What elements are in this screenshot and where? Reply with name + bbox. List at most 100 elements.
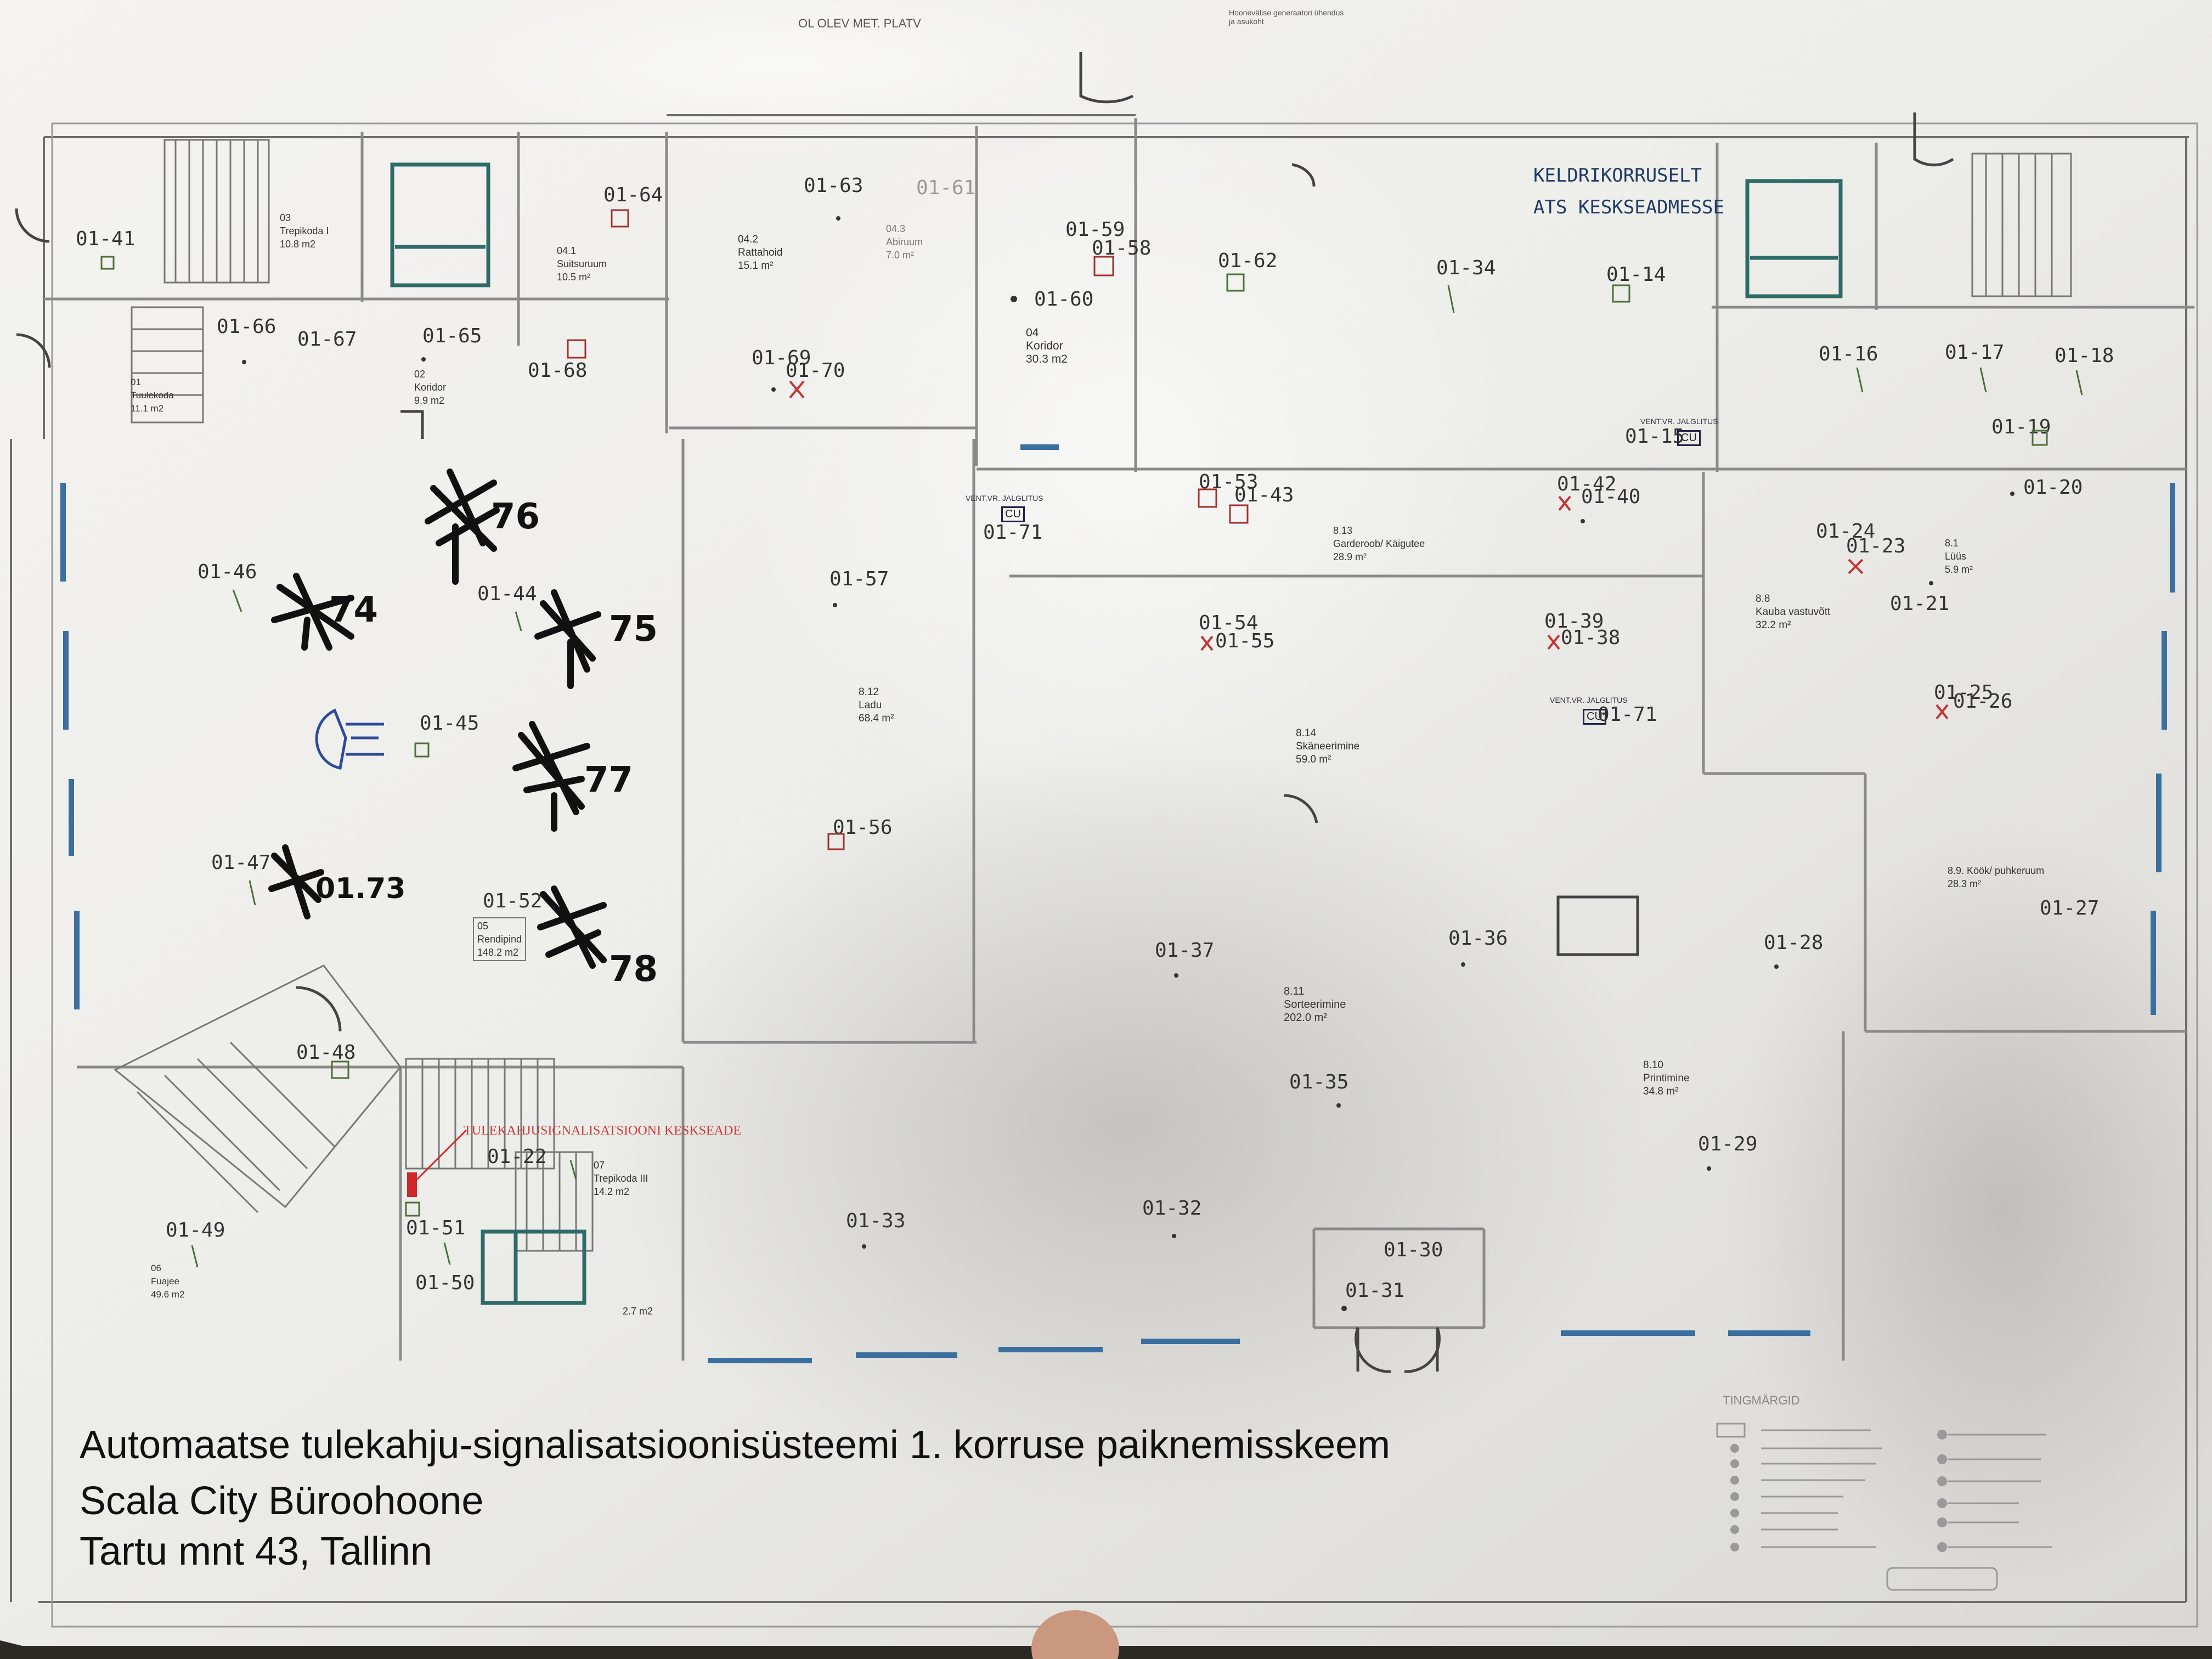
- detector-label: 01-71: [983, 521, 1043, 544]
- detector-label: 01-66: [217, 315, 276, 338]
- detector-label: 01-30: [1384, 1239, 1443, 1261]
- detector-label: 01-70: [786, 359, 845, 382]
- cu-box-2: CU: [1677, 430, 1701, 446]
- ats-line1: KELDRIKORRUSELT: [1533, 165, 1702, 187]
- detector-label: 01-37: [1155, 939, 1215, 962]
- room-label: 04.3 Abiruum 7.0 m²: [886, 223, 923, 261]
- detector-label: 01-33: [846, 1210, 906, 1232]
- detector-label: 01-23: [1846, 535, 1906, 557]
- room-label: 8.8 Kauba vastuvõtt 32.2 m²: [1756, 593, 1831, 631]
- fire-panel-label: TULEKAHJUSIGNALISATSIOONI KESKSEADE: [464, 1124, 741, 1138]
- detector-label: 01-54: [1199, 612, 1259, 634]
- top-label: OL OLEV MET. PLATV: [798, 16, 921, 30]
- detector-label: 01-52: [483, 890, 543, 912]
- detector-label: 01-62: [1218, 250, 1278, 272]
- detector-label: 01-69: [752, 347, 811, 369]
- detector-label: 01-25: [1934, 681, 1994, 704]
- room-label: 2.7 m2: [623, 1306, 653, 1317]
- detector-label: 01-34: [1436, 257, 1496, 279]
- room-label: 01 Tuulekoda 11.1 m2: [131, 377, 174, 414]
- detector-label: 01-32: [1142, 1197, 1202, 1220]
- detector-label: 01-27: [2040, 897, 2100, 919]
- cu-box-1: CU: [1001, 506, 1025, 522]
- detector-label: 01-28: [1764, 932, 1824, 954]
- detector-label: 01-47: [211, 851, 271, 874]
- detector-label: 01-42: [1557, 473, 1617, 495]
- detector-label: 01-16: [1819, 343, 1878, 365]
- central-equipment-box: [1556, 895, 1639, 956]
- detector-label: 01-64: [603, 184, 663, 206]
- detector-label: 01-68: [528, 359, 588, 382]
- detector-label: 01-15: [1625, 425, 1685, 448]
- title-line-1: Automaatse tulekahju-signalisatsioonisüs…: [80, 1423, 1391, 1467]
- detector-label: 01-46: [198, 561, 257, 583]
- glare-center: [730, 66, 1520, 834]
- handwritten-73: 01.73: [315, 872, 406, 905]
- detector-label: 01-43: [1234, 484, 1294, 506]
- detector-label: 01-21: [1890, 592, 1950, 615]
- detector-label: 01-50: [415, 1272, 475, 1294]
- detector-label: 01-26: [1953, 690, 2013, 713]
- title-line-3: Tartu mnt 43, Tallinn: [80, 1530, 433, 1573]
- room-label: 8.11 Sorteerimine 202.0 m²: [1284, 985, 1346, 1024]
- handwritten-77: 77: [584, 760, 634, 800]
- detector-label: 01-59: [1065, 218, 1125, 241]
- room-label: 8.1 Lüüs 5.9 m²: [1945, 538, 1973, 575]
- detector-label: 01-45: [420, 712, 479, 735]
- vent-label-2: VENT.VR. JALGLITUS: [1640, 417, 1718, 426]
- handwritten-78: 78: [609, 949, 658, 990]
- detector-label: 01-49: [166, 1219, 225, 1242]
- detector-label: 01-36: [1448, 927, 1508, 950]
- detector-label: 01-71: [1598, 703, 1657, 726]
- detector-label: 01-44: [477, 583, 537, 605]
- shadow-center: [603, 741, 1646, 1509]
- detector-label: 01-17: [1945, 341, 2005, 364]
- detector-label: 01-38: [1561, 627, 1621, 649]
- detector-label: 01-60: [1034, 288, 1094, 311]
- handwritten-75: 75: [609, 609, 658, 650]
- detector-label: 01-35: [1289, 1071, 1349, 1093]
- detector-label: 01-55: [1215, 630, 1275, 652]
- thumb: [1031, 1610, 1119, 1659]
- room-label: 05 Rendipind 148.2 m2: [473, 917, 527, 961]
- vent-label-3: VENT.VR. JALGLITUS: [1550, 696, 1628, 704]
- detector-label: 01-22: [487, 1146, 547, 1168]
- ats-line2: ATS KESKSEADMESSE: [1533, 196, 1724, 218]
- detector-label: 01-65: [422, 325, 482, 347]
- vent-label-1: VENT.VR. JALGLITUS: [966, 494, 1043, 503]
- fire-panel-marker: [407, 1172, 417, 1197]
- detector-label: 01-29: [1698, 1133, 1758, 1155]
- room-label: 04 Koridor 30.3 m2: [1026, 326, 1068, 365]
- handwritten-74: 74: [329, 590, 379, 630]
- room-label: 04.2 Rattahoid 15.1 m²: [738, 234, 783, 272]
- room-label: 03 Trepikoda I 10.8 m2: [280, 212, 329, 250]
- detector-label: 01-57: [830, 568, 889, 590]
- detector-label: 01-40: [1581, 486, 1641, 508]
- detector-label: 01-24: [1816, 520, 1876, 543]
- cu-box-3: CU: [1583, 709, 1606, 725]
- detector-label: 01-19: [1991, 416, 2051, 438]
- generator-note: Hoonevälise generaatori ühendus ja asuko…: [1229, 8, 1344, 26]
- detector-label: 01-18: [2055, 345, 2114, 367]
- detector-label: 01-39: [1544, 610, 1604, 633]
- detector-label: 01-61: [916, 177, 976, 199]
- detector-label: 01-63: [804, 174, 864, 197]
- legend-symbols: [1716, 1423, 2052, 1591]
- room-label: 8.14 Skäneerimine 59.0 m²: [1296, 727, 1360, 765]
- shadow-right: [1728, 823, 2212, 1591]
- room-label: 8.12 Ladu 68.4 m²: [859, 686, 894, 724]
- room-label: 04.1 Suitsuruum 10.5 m²: [557, 245, 607, 283]
- title-line-2: Scala City Büroohoone: [80, 1479, 484, 1523]
- room-label: 07 Trepikoda III 14.2 m2: [594, 1160, 648, 1197]
- legend-heading: TINGMÄRGID: [1723, 1393, 1800, 1407]
- detector-label: 01-58: [1092, 237, 1152, 259]
- room-label: 8.9. Köök/ puhkeruum 28.3 m²: [1948, 865, 2045, 889]
- room-label: 8.10 Printimine 34.8 m²: [1643, 1059, 1690, 1097]
- detector-label: 01-20: [2023, 476, 2083, 499]
- detector-label: 01-31: [1345, 1279, 1405, 1302]
- detector-label: 01-41: [76, 228, 136, 250]
- hand-drawn-arrow: [315, 708, 384, 770]
- detector-label: 01-48: [296, 1041, 356, 1064]
